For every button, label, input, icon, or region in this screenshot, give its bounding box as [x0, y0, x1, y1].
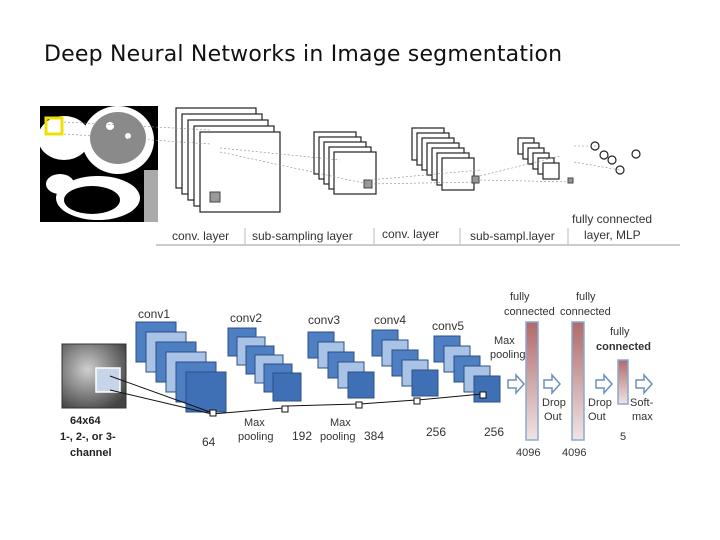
label-subsampling-layer-1: sub-sampling layer [252, 229, 353, 243]
feature-count-conv2: 192 [292, 429, 312, 443]
conv5-stack [433, 335, 501, 403]
dropout1-line2: Out [544, 411, 562, 423]
fc2-label-line2: connected [560, 306, 611, 318]
conv-layer-1-maps [175, 107, 281, 213]
dropout2-line1: Drop [588, 397, 612, 409]
connection-line [369, 181, 477, 185]
input-size-label: 64x64 [70, 415, 101, 427]
connection-line [479, 155, 561, 177]
mlp-nodes [590, 141, 641, 175]
kernel-square [413, 397, 421, 405]
pool-label-3-line2: pooling [490, 349, 525, 361]
connection-line [479, 179, 573, 183]
mlp-node [607, 155, 617, 165]
arrow-to-softmax [635, 373, 654, 395]
conv2-stack [227, 327, 302, 402]
dropout2-line2: Out [588, 411, 606, 423]
receptive-field-square [567, 177, 574, 184]
connection-line [63, 133, 211, 145]
projection-line [359, 399, 417, 405]
connection-line [369, 169, 481, 181]
kernel-square [479, 391, 487, 399]
fc1-label-line2: connected [504, 306, 555, 318]
feature-map [441, 157, 475, 191]
feature-map-block [473, 375, 501, 403]
feature-map-block [272, 372, 302, 402]
pool-label-2-line1: Max [330, 417, 351, 429]
fc3-units: 5 [620, 431, 626, 443]
connection-line [219, 151, 369, 185]
feature-map-block [347, 371, 375, 399]
fc1-label-line1: fully [510, 291, 530, 303]
fc2-label-line1: fully [576, 291, 596, 303]
mlp-node [599, 150, 609, 160]
fc2-bar [571, 321, 585, 441]
feature-map-block [411, 369, 439, 397]
kernel-square [209, 409, 217, 417]
projection-line [109, 375, 211, 413]
projection-line [211, 407, 285, 415]
feature-count-conv4: 256 [426, 425, 446, 439]
dropout1-line1: Drop [542, 397, 566, 409]
projection-line [417, 393, 483, 401]
label-conv-layer-1: conv. layer [172, 229, 229, 243]
kernel-projections [109, 375, 487, 417]
stage-name-conv5: conv5 [432, 319, 464, 333]
highlight-patch-square [44, 116, 64, 136]
label-subsampling-layer-2: sub-sampl.layer [470, 229, 555, 243]
fc1-bar [525, 321, 539, 441]
pool-label-3-line1: Max [494, 335, 515, 347]
fc2-units: 4096 [562, 447, 586, 459]
label-fully-connected-1: fully connected [572, 212, 652, 226]
feature-count-conv1: 64 [202, 435, 216, 449]
stage-name-conv4: conv4 [374, 313, 406, 327]
connection-lines [63, 121, 621, 185]
cnn-schematic-figure: conv. layer sub-sampling layer conv. lay… [40, 106, 680, 246]
label-conv-layer-2: conv. layer [382, 227, 439, 241]
conv-layer-2-maps [411, 127, 480, 191]
stage-name-conv1: conv1 [138, 307, 170, 321]
pool-label-2-line2: pooling [320, 431, 355, 443]
feature-map [542, 162, 560, 180]
mlp-node [631, 149, 641, 159]
arrow-to-fc2 [543, 373, 562, 395]
input-patch [61, 343, 127, 409]
pool-label-1-line1: Max [244, 417, 265, 429]
input-segmentation-image [40, 106, 158, 222]
arrow-to-fc3 [595, 373, 614, 395]
feature-count-conv3: 384 [364, 429, 384, 443]
stage-name-conv3: conv3 [308, 313, 340, 327]
receptive-field-square [471, 175, 480, 184]
projection-line [285, 403, 359, 407]
mlp-node [615, 165, 625, 175]
fc3-label-line1: fully [610, 326, 630, 338]
subsampling-layer-1-maps [313, 131, 377, 195]
label-fully-connected-2: layer, MLP [584, 228, 641, 242]
subsampling-layer-2-maps [517, 137, 574, 184]
fc3-bar [617, 359, 629, 405]
input-channel-label-2: channel [70, 447, 112, 459]
fc1-units: 4096 [516, 447, 540, 459]
kernel-square [355, 401, 363, 409]
conv3-stack [307, 331, 375, 399]
arrow-to-fc1 [507, 373, 526, 395]
conv4-stack [371, 329, 439, 397]
kernel-square [281, 405, 289, 413]
input-channel-label-1: 1-, 2-, or 3- [60, 431, 116, 443]
softmax-line2: max [632, 411, 653, 423]
slide-title: Deep Neural Networks in Image segmentati… [44, 42, 563, 67]
softmax-line1: Soft- [630, 397, 654, 409]
alexnet-figure: 64x64 1-, 2-, or 3- channel conv1 conv2 … [40, 280, 680, 480]
fc3-label-line2: connected [596, 341, 651, 353]
projection-line [109, 389, 213, 415]
connection-line [63, 121, 211, 131]
conv1-stack [135, 321, 227, 413]
feature-count-conv5: 256 [484, 425, 504, 439]
stage-name-conv2: conv2 [230, 311, 262, 325]
receptive-field-square [209, 191, 221, 203]
connection-line [219, 147, 341, 161]
pool-label-1-line2: pooling [238, 431, 273, 443]
